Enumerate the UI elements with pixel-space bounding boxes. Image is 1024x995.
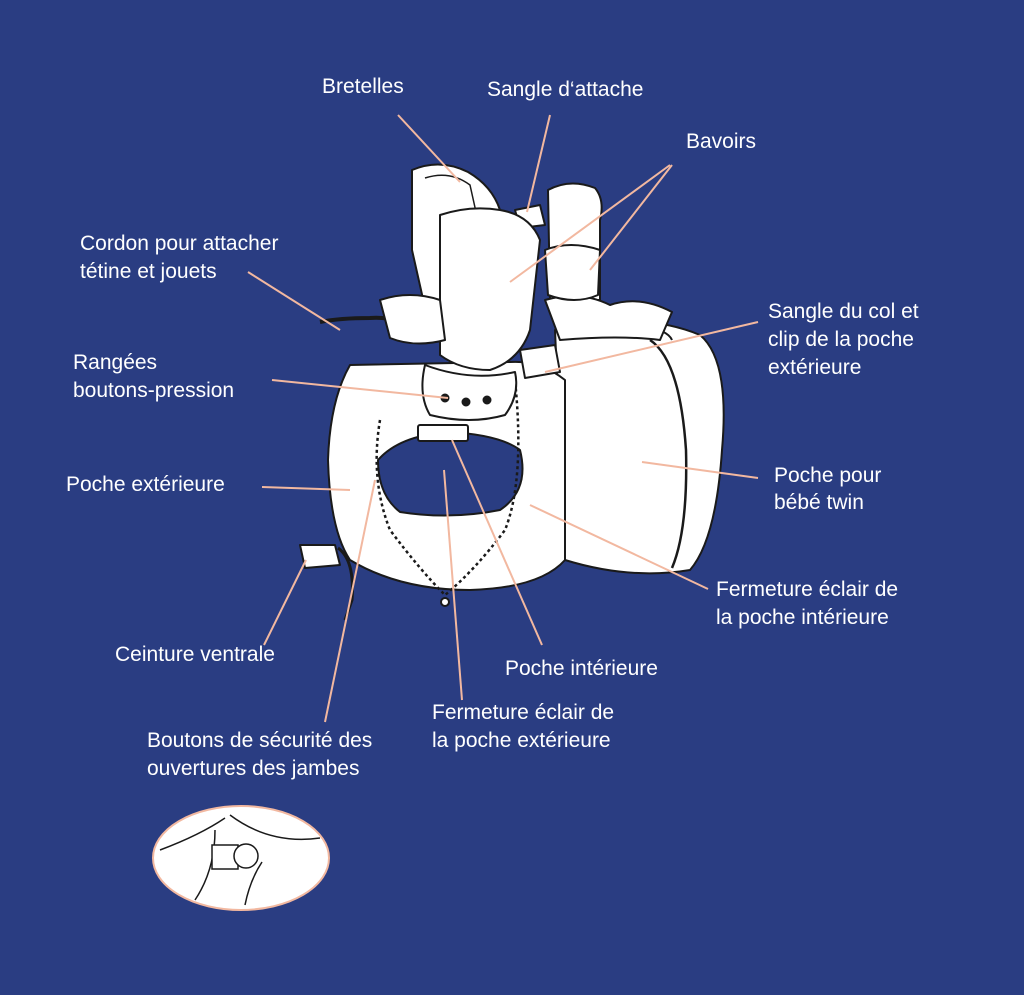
label-sangle-col-line1: Sangle du col et bbox=[768, 300, 919, 323]
label-sangle-col-line2: clip de la poche bbox=[768, 328, 914, 351]
label-cordon-line2: tétine et jouets bbox=[80, 260, 217, 283]
leader-cordon bbox=[247, 271, 341, 331]
waist-belt bbox=[299, 544, 341, 569]
leader-rangees bbox=[271, 379, 449, 399]
label-fermeture-int-line2: la poche intérieure bbox=[716, 606, 889, 629]
leader-ceinture bbox=[263, 559, 307, 646]
label-poche-twin-line1: Poche pour bbox=[774, 464, 882, 487]
label-poche-interieure: Poche intérieure bbox=[505, 657, 658, 680]
carrier-illustration bbox=[299, 163, 725, 621]
chest-buckle bbox=[417, 424, 469, 442]
label-poche-twin-line2: bébé twin bbox=[774, 491, 864, 514]
label-bretelles: Bretelles bbox=[322, 75, 404, 98]
leg-opening bbox=[377, 431, 524, 517]
label-boutons-line2: ouvertures des jambes bbox=[147, 757, 360, 780]
label-cordon-line1: Cordon pour attacher bbox=[80, 232, 279, 255]
label-sangle-col-line3: extérieure bbox=[768, 356, 862, 379]
label-poche-exterieure: Poche extérieure bbox=[66, 473, 225, 496]
leader-lines bbox=[247, 114, 759, 723]
label-rangees-line1: Rangées bbox=[73, 351, 158, 374]
leader-boutons bbox=[324, 479, 376, 723]
snap-button-collar bbox=[421, 364, 518, 421]
right-bib bbox=[544, 244, 601, 301]
label-boutons-line1: Boutons de sécurité des bbox=[147, 729, 373, 752]
label-fermeture-ext-line1: Fermeture éclair de bbox=[432, 701, 615, 724]
neck-clip bbox=[519, 344, 561, 379]
leader-sangle-attache bbox=[526, 114, 551, 213]
label-bavoirs: Bavoirs bbox=[686, 130, 757, 153]
label-fermeture-int-line1: Fermeture éclair de bbox=[716, 578, 899, 601]
label-ceinture: Ceinture ventrale bbox=[115, 643, 275, 666]
leader-poche-twin bbox=[641, 461, 759, 479]
leader-poche-exterieure bbox=[261, 486, 351, 491]
label-sangle-attache: Sangle d‘attache bbox=[487, 78, 644, 101]
label-fermeture-ext-line2: la poche extérieure bbox=[432, 729, 611, 752]
leader-bretelles bbox=[397, 114, 461, 183]
label-rangees-line2: boutons-pression bbox=[73, 379, 235, 402]
leader-bavoirs-2 bbox=[589, 164, 673, 271]
leader-bavoirs-1 bbox=[509, 164, 671, 283]
inset-detail bbox=[152, 805, 330, 911]
outer-pocket-zipper bbox=[375, 379, 520, 597]
leader-fermeture-ext bbox=[443, 469, 463, 701]
front-bib bbox=[439, 207, 541, 371]
leader-fermeture-int bbox=[529, 504, 709, 590]
twin-pocket bbox=[554, 320, 725, 575]
leader-poche-interieure bbox=[451, 439, 543, 646]
leader-sangle-col bbox=[544, 321, 759, 373]
